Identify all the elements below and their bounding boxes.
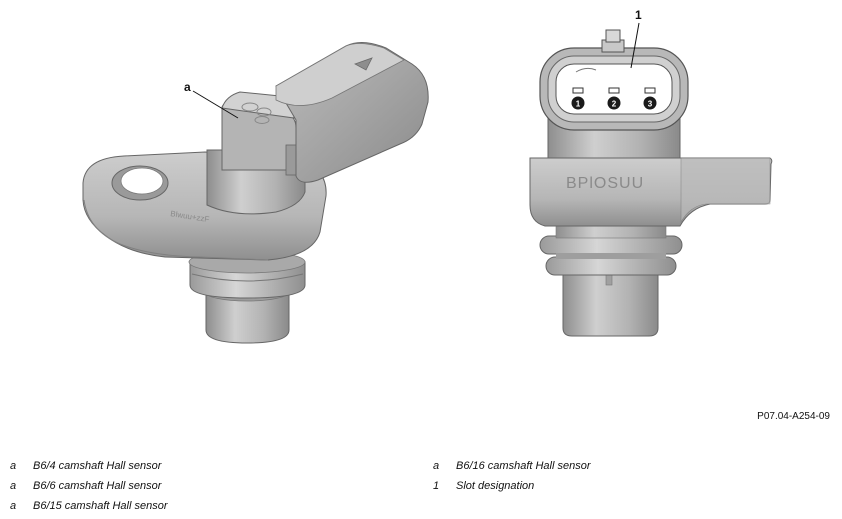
legend-text: Slot designation xyxy=(456,480,535,492)
legend-key: a xyxy=(10,480,17,492)
svg-text:1: 1 xyxy=(635,8,642,22)
legend-key: a xyxy=(10,460,17,472)
right-sensor-oring xyxy=(539,235,683,255)
left-sensor: Blwuu+zzF xyxy=(82,42,429,344)
connector-pin-2: 2 xyxy=(607,87,621,110)
connector-pin-3: 3 xyxy=(643,87,657,110)
svg-text:1: 1 xyxy=(576,100,581,109)
svg-text:a: a xyxy=(184,80,191,94)
legend-text: B6/6 camshaft Hall sensor xyxy=(33,480,162,492)
svg-text:3: 3 xyxy=(648,100,653,109)
legend-text: B6/16 camshaft Hall sensor xyxy=(456,460,591,472)
left-sensor-tip xyxy=(205,291,290,344)
legend-key: 1 xyxy=(433,480,440,492)
right-sensor-tip xyxy=(562,274,659,337)
figure-id: P07.04-A254-09 xyxy=(757,411,830,422)
legend-key: a xyxy=(10,500,17,512)
callout-1: 1 xyxy=(630,8,642,69)
legend-text: B6/4 camshaft Hall sensor xyxy=(33,460,162,472)
callout-a: a xyxy=(184,80,239,119)
legend-text: B6/15 camshaft Hall sensor xyxy=(33,500,168,512)
connector-pin-1: 1 xyxy=(571,87,585,110)
svg-text:2: 2 xyxy=(612,100,617,109)
legend-key: a xyxy=(433,460,440,472)
svg-text:BPlOSUU: BPlOSUU xyxy=(566,175,644,192)
right-sensor: BPlOSUU 1 2 3 xyxy=(529,29,773,337)
